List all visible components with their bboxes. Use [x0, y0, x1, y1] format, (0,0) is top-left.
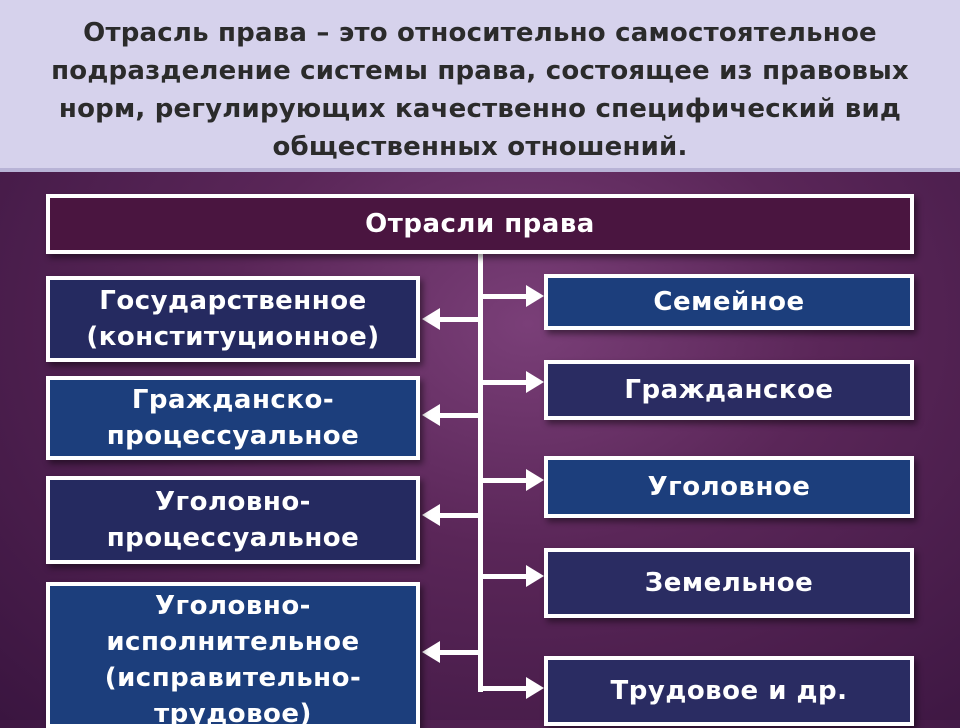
- left-node-constitutional: Государственное (конституционное): [46, 276, 420, 362]
- connector-left-4: [438, 650, 480, 655]
- connector-right-2: [480, 380, 528, 385]
- connector-left-1: [438, 317, 480, 322]
- root-node-label: Отрасли права: [365, 209, 595, 239]
- right-node-label: Семейное: [653, 287, 805, 317]
- right-node-labor-etc: Трудовое и др.: [544, 656, 914, 726]
- right-node-label: Уголовное: [647, 472, 811, 502]
- connector-right-4: [480, 574, 528, 579]
- left-node-label: Уголовно- исполнительное (исправительно-…: [104, 591, 362, 728]
- trunk-line: [478, 254, 483, 692]
- left-node-civil-procedural: Гражданско- процессуальное: [46, 376, 420, 460]
- left-node-penal-executive: Уголовно- исполнительное (исправительно-…: [46, 582, 420, 728]
- arrow-right-2: [526, 371, 544, 393]
- arrow-right-1: [526, 285, 544, 307]
- connector-right-1: [480, 294, 528, 299]
- arrow-right-4: [526, 565, 544, 587]
- right-node-criminal: Уголовное: [544, 456, 914, 518]
- arrow-right-3: [526, 469, 544, 491]
- arrow-right-5: [526, 677, 544, 699]
- definition-text: Отрасль права – это относительно самосто…: [51, 18, 909, 162]
- connector-right-5: [480, 686, 528, 691]
- left-node-label: Уголовно- процессуальное: [106, 487, 360, 553]
- right-node-family: Семейное: [544, 274, 914, 330]
- left-node-criminal-procedural: Уголовно- процессуальное: [46, 476, 420, 564]
- right-node-land: Земельное: [544, 548, 914, 618]
- connector-right-3: [480, 478, 528, 483]
- connector-left-3: [438, 513, 480, 518]
- connector-left-2: [438, 413, 480, 418]
- definition-panel: Отрасль права – это относительно самосто…: [0, 0, 960, 172]
- left-node-label: Гражданско- процессуальное: [106, 385, 360, 451]
- right-node-label: Земельное: [644, 568, 814, 598]
- arrow-left-2: [422, 404, 440, 426]
- arrow-left-4: [422, 641, 440, 663]
- right-node-civil: Гражданское: [544, 360, 914, 420]
- root-node-law-branches: Отрасли права: [46, 194, 914, 254]
- arrow-left-3: [422, 504, 440, 526]
- left-node-label: Государственное (конституционное): [86, 286, 380, 352]
- right-node-label: Гражданское: [624, 375, 834, 405]
- arrow-left-1: [422, 308, 440, 330]
- right-node-label: Трудовое и др.: [610, 676, 848, 706]
